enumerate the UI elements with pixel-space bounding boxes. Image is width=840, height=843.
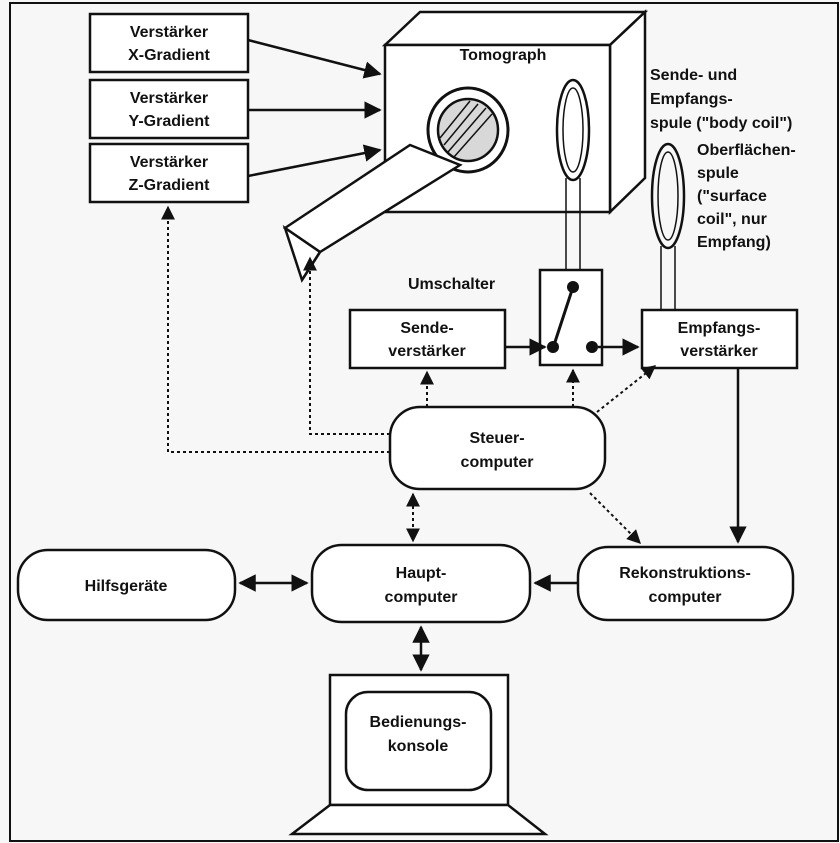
svg-text:Sende- und: Sende- und [650, 67, 737, 84]
switch-box [538, 268, 604, 367]
svg-text:Verstärker: Verstärker [130, 24, 208, 41]
svg-text:Empfang): Empfang) [697, 234, 771, 251]
arrow-x-to-tomograph [247, 38, 382, 79]
control-line-recon [589, 492, 641, 544]
svg-text:Sende-: Sende- [400, 320, 453, 337]
control-line-gradients [161, 205, 390, 453]
svg-text:Oberflächen-: Oberflächen- [697, 142, 796, 159]
svg-text:Y-Gradient: Y-Gradient [129, 113, 211, 130]
svg-text:Hilfsgeräte: Hilfsgeräte [85, 578, 168, 595]
svg-text:Steuer-: Steuer- [469, 430, 524, 447]
svg-text:spule ("body coil"): spule ("body coil") [650, 115, 792, 132]
auxiliary-devices: Hilfsgeräte [16, 548, 237, 622]
amplifier-z-gradient: Verstärker Z-Gradient [88, 142, 250, 204]
svg-text:Bedienungs-: Bedienungs- [370, 714, 467, 731]
svg-text:Haupt-: Haupt- [396, 565, 447, 582]
amplifier-x-gradient: Verstärker X-Gradient [88, 12, 250, 74]
svg-text:spule: spule [697, 165, 739, 182]
svg-text:verstärker: verstärker [680, 343, 757, 360]
svg-text:Verstärker: Verstärker [130, 154, 208, 171]
receive-amplifier: Empfangs- verstärker [640, 308, 799, 370]
switch-label: Umschalter [408, 276, 495, 293]
svg-text:konsole: konsole [388, 738, 449, 755]
svg-text:computer: computer [461, 454, 534, 471]
svg-text:("surface: ("surface [697, 188, 767, 205]
svg-text:coil", nur: coil", nur [697, 211, 767, 228]
operator-console: Bedienungs- konsole [288, 673, 549, 836]
control-computer: Steuer- computer [388, 405, 607, 491]
svg-text:Tomograph: Tomograph [460, 47, 547, 64]
arrow-z-to-tomograph [247, 144, 382, 178]
control-line-receive-amp [596, 365, 657, 413]
reconstruction-computer: Rekonstruktions- computer [576, 545, 795, 622]
svg-text:verstärker: verstärker [388, 343, 465, 360]
body-coil-label: Sende- und Empfangs- spule ("body coil") [650, 67, 792, 132]
surface-coil-label: Oberflächen- spule ("surface coil", nur … [697, 142, 796, 251]
svg-text:computer: computer [649, 589, 722, 606]
svg-text:X-Gradient: X-Gradient [128, 47, 210, 64]
svg-text:Empfangs-: Empfangs- [678, 320, 761, 337]
svg-text:Rekonstruktions-: Rekonstruktions- [619, 565, 751, 582]
svg-text:Z-Gradient: Z-Gradient [129, 177, 211, 194]
main-computer: Haupt- computer [310, 543, 532, 624]
body-coil-icon [555, 78, 591, 270]
figure-frame [9, 2, 839, 842]
svg-text:Empfangs-: Empfangs- [650, 91, 733, 108]
tomograph-cube: Tomograph [282, 9, 649, 283]
send-amplifier: Sende- verstärker [348, 308, 507, 370]
svg-text:Verstärker: Verstärker [130, 90, 208, 107]
svg-text:computer: computer [385, 589, 458, 606]
surface-coil-icon [650, 142, 686, 312]
amplifier-y-gradient: Verstärker Y-Gradient [88, 78, 250, 140]
control-line-table [303, 256, 390, 435]
